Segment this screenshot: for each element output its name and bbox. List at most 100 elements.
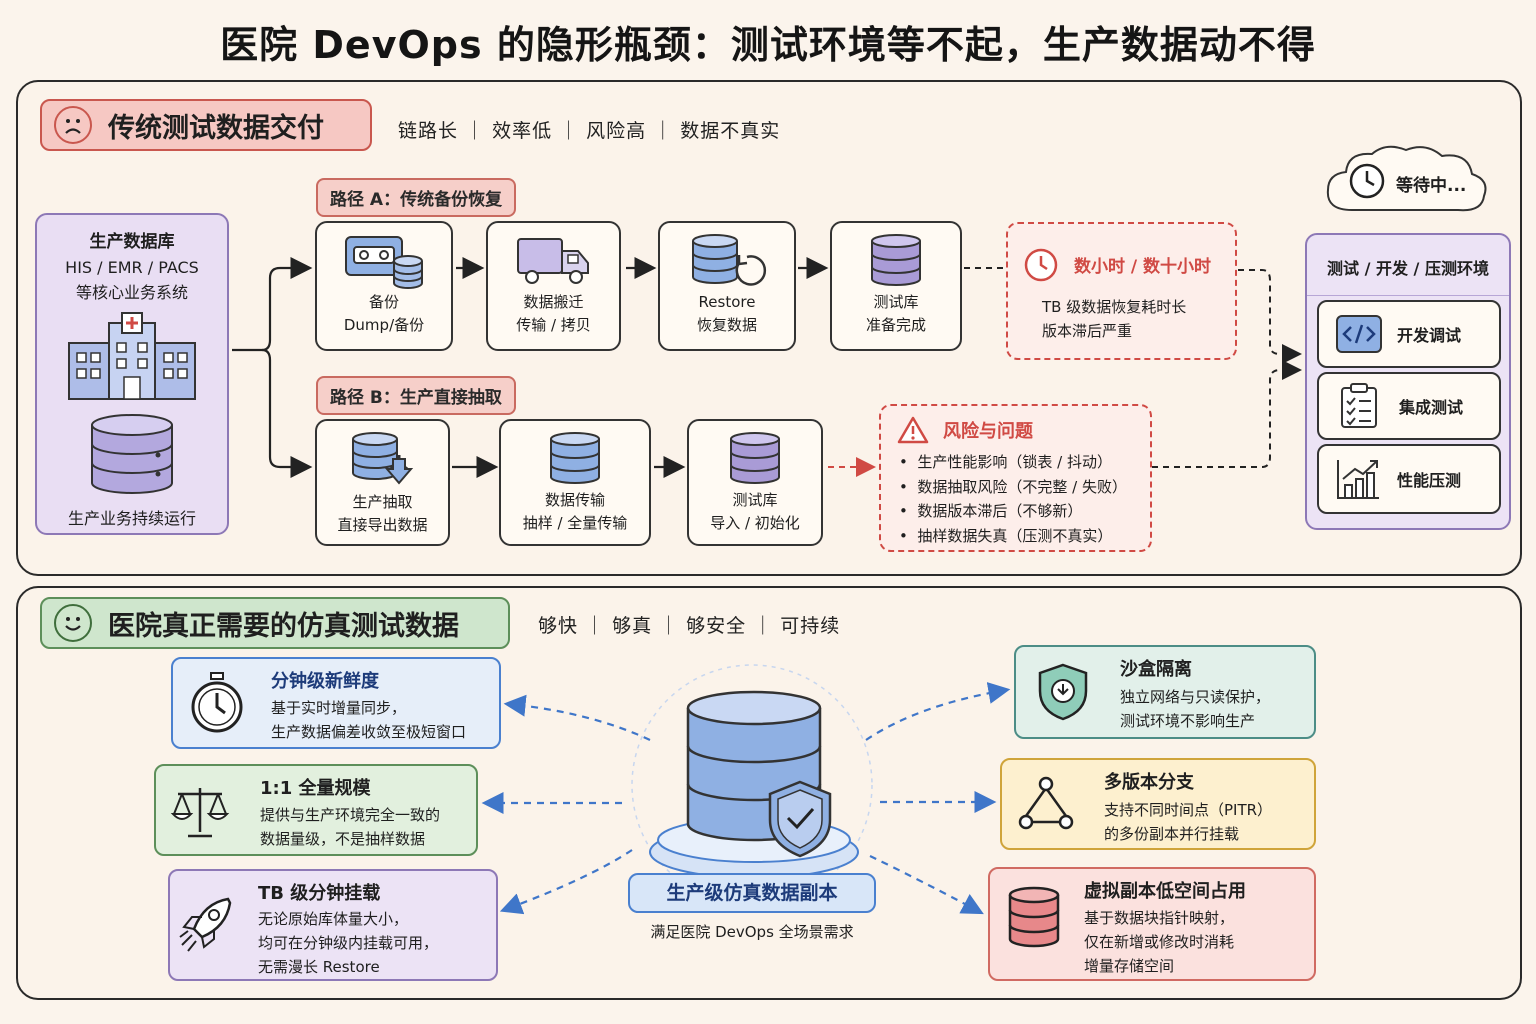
card-branch-l2: 的多份副本并行挂载 <box>1104 825 1240 843</box>
sad-face-icon <box>54 106 92 144</box>
card-space: 虚拟副本低空间占用 基于数据块指针映射， 仅在新增或修改时消耗 增量存储空间 <box>988 867 1316 981</box>
source-line1: HIS / EMR / PACS <box>65 258 199 277</box>
traditional-header-label: 传统测试数据交付 <box>108 112 324 144</box>
center-subtitle: 满足医院 DevOps 全场景需求 <box>650 923 854 941</box>
page-title: 医院 DevOps 的隐形瓶颈：测试环境等不起，生产数据动不得 <box>220 23 1316 67</box>
risk-title: 风险与问题 <box>943 421 1033 442</box>
card-mount-title: TB 级分钟挂载 <box>258 883 381 904</box>
risk-item: • 数据版本滞后（不够新） <box>899 502 1083 520</box>
env-item-dev-label: 开发调试 <box>1397 326 1462 345</box>
source-line2: 等核心业务系统 <box>75 283 188 302</box>
simulation-db-icon <box>649 690 859 879</box>
risk-box: 风险与问题 • 生产性能影响（锁表 / 抖动） • 数据抽取风险（不完整 / 失… <box>879 404 1152 552</box>
step-extract: 生产抽取 直接导出数据 <box>315 419 450 546</box>
time-warning-title: 数小时 / 数十小时 <box>1074 257 1212 277</box>
card-branch-title: 多版本分支 <box>1104 772 1194 793</box>
step-transfer: 数据搬迁 传输 / 拷贝 <box>486 221 621 351</box>
step-testdb-b-l2: 导入 / 初始化 <box>710 514 800 532</box>
truck-icon <box>516 238 589 284</box>
balance-scale-icon <box>170 788 230 838</box>
card-branch-l1: 支持不同时间点（PITR） <box>1104 801 1273 819</box>
storage-db-icon <box>1008 886 1060 948</box>
env-item-perf: 性能压测 <box>1317 444 1501 514</box>
step-restore: Restore 恢复数据 <box>658 221 796 351</box>
env-item-perf-label: 性能压测 <box>1397 471 1462 490</box>
checklist-icon <box>1341 383 1377 428</box>
card-space-l1: 基于数据块指针映射， <box>1084 909 1235 927</box>
card-mount-l2: 均可在分钟级内挂载可用， <box>258 934 439 952</box>
step-transfer-l1: 数据搬迁 <box>523 293 584 311</box>
export-db-icon <box>351 432 413 485</box>
card-mount-l3: 无需漫长 Restore <box>258 958 380 976</box>
traditional-tags: 链路长 ｜ 效率低 ｜ 风险高 ｜ 数据不真实 <box>398 120 781 142</box>
step-backup: 备份 Dump/备份 <box>315 221 453 351</box>
warning-icon <box>897 416 929 444</box>
clock-waiting-icon <box>1349 163 1385 199</box>
time-warning-box: 数小时 / 数十小时 TB 级数据恢复耗时长 版本滞后严重 <box>1006 222 1237 360</box>
step-restore-l1: Restore <box>698 293 756 311</box>
step-transfer-l2: 传输 / 拷贝 <box>516 316 591 334</box>
risk-item: • 抽样数据失真（压测不真实） <box>899 526 1113 545</box>
test-db-b-icon <box>730 432 780 484</box>
step-restore-l2: 恢复数据 <box>696 316 757 334</box>
branch-icon <box>1018 776 1074 830</box>
env-title: 测试 / 开发 / 压测环境 <box>1327 259 1489 278</box>
restore-db-icon <box>692 234 767 286</box>
step-testdb-b: 测试库 导入 / 初始化 <box>687 419 823 546</box>
time-warning-l1: TB 级数据恢复耗时长 <box>1042 298 1187 316</box>
time-warning-l2: 版本滞后严重 <box>1042 322 1133 340</box>
step-data-transfer: 数据传输 抽样 / 全量传输 <box>499 419 651 546</box>
center-title-label: 生产级仿真数据副本 <box>666 882 838 904</box>
center-title: 生产级仿真数据副本 <box>628 873 876 913</box>
card-sandbox: 沙盒隔离 独立网络与只读保护， 测试环境不影响生产 <box>1014 645 1316 739</box>
card-scale-l2: 数据量级，不是抽样数据 <box>260 830 426 848</box>
ideal-tags: 够快 ｜ 够真 ｜ 够安全 ｜ 可持续 <box>538 615 841 637</box>
card-scale: 1:1 全量规模 提供与生产环境完全一致的 数据量级，不是抽样数据 <box>154 764 478 856</box>
code-icon <box>1336 315 1382 353</box>
card-freshness-l2: 生产数据偏差收敛至极短窗口 <box>271 723 467 741</box>
transfer-db-icon <box>550 432 600 484</box>
ideal-header-label: 医院真正需要的仿真测试数据 <box>108 610 459 642</box>
step-data-transfer-l1: 数据传输 <box>544 491 605 509</box>
step-backup-l1: 备份 <box>368 293 399 311</box>
shield-icon <box>1038 663 1088 721</box>
risk-item: • 生产性能影响（锁表 / 抖动） <box>899 453 1112 471</box>
path-b-label: 路径 B：生产直接抽取 <box>316 376 516 415</box>
production-db-icon <box>91 414 173 494</box>
step-data-transfer-l2: 抽样 / 全量传输 <box>522 514 628 532</box>
env-item-dev: 开发调试 <box>1317 300 1501 368</box>
step-extract-l1: 生产抽取 <box>352 493 413 511</box>
step-testdb-b-l1: 测试库 <box>732 491 778 509</box>
card-mount: TB 级分钟挂载 无论原始库体量大小， 均可在分钟级内挂载可用， 无需漫长 Re… <box>168 869 498 981</box>
risk-item: • 数据抽取风险（不完整 / 失败） <box>899 477 1127 496</box>
card-freshness-l1: 基于实时增量同步， <box>271 699 407 717</box>
step-backup-l2: Dump/备份 <box>343 316 425 334</box>
risk-list: • 生产性能影响（锁表 / 抖动） • 数据抽取风险（不完整 / 失败） • 数… <box>899 450 1127 548</box>
ideal-header: 医院真正需要的仿真测试数据 <box>40 597 510 649</box>
step-testdb-a-l1: 测试库 <box>873 293 919 311</box>
traditional-header: 传统测试数据交付 <box>40 99 372 151</box>
card-mount-l1: 无论原始库体量大小， <box>258 910 409 928</box>
waiting-label: 等待中... <box>1396 176 1467 196</box>
card-sandbox-l1: 独立网络与只读保护， <box>1120 688 1271 706</box>
smile-face-icon <box>54 604 92 642</box>
card-freshness-title: 分钟级新鲜度 <box>271 671 379 692</box>
env-item-integration: 集成测试 <box>1317 372 1501 440</box>
card-space-title: 虚拟副本低空间占用 <box>1084 881 1246 902</box>
card-sandbox-l2: 测试环境不影响生产 <box>1120 712 1256 730</box>
hospital-icon <box>68 312 196 400</box>
tape-backup-icon <box>345 236 423 289</box>
source-title: 生产数据库 <box>89 232 175 252</box>
growth-chart-icon <box>1337 460 1379 499</box>
test-db-icon <box>871 234 921 286</box>
card-sandbox-title: 沙盒隔离 <box>1120 659 1192 680</box>
top-connectors <box>232 257 1302 478</box>
rocket-icon <box>179 897 232 952</box>
card-freshness: 分钟级新鲜度 基于实时增量同步， 生产数据偏差收敛至极短窗口 <box>171 657 501 749</box>
card-space-l3: 增量存储空间 <box>1084 957 1175 975</box>
card-space-l2: 仅在新增或修改时消耗 <box>1084 933 1235 951</box>
step-testdb-a-l2: 准备完成 <box>865 316 926 334</box>
env-item-integration-label: 集成测试 <box>1399 398 1464 417</box>
source-footer: 生产业务持续运行 <box>67 509 196 528</box>
